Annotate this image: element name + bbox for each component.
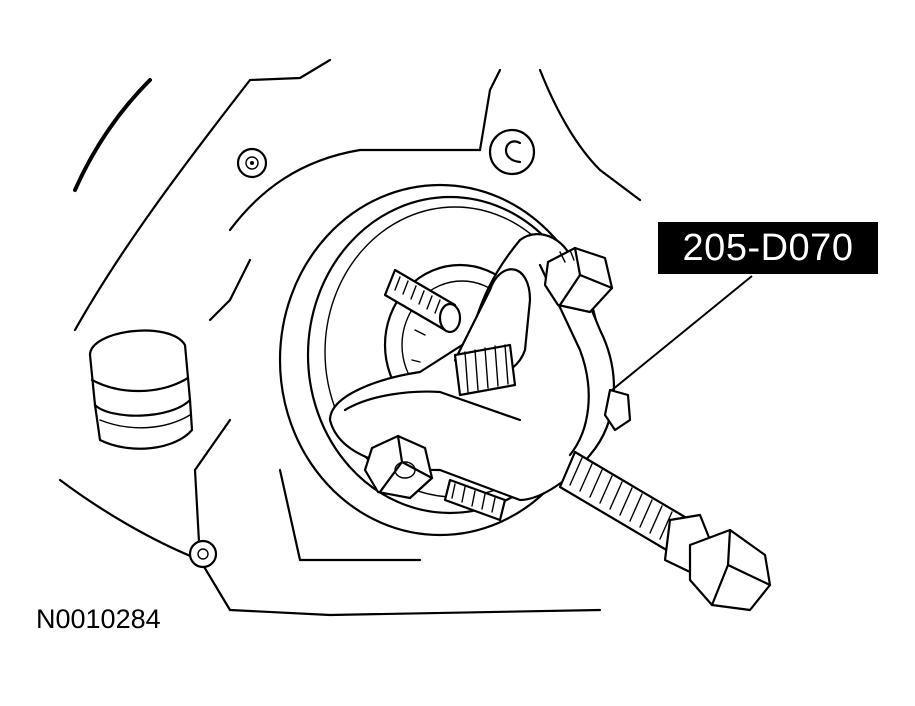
case-bolt-upper-left [236, 147, 268, 179]
forcing-screw [558, 450, 772, 612]
tool-number-label: 205-D070 [682, 227, 854, 269]
case-bolt-lower-left [188, 539, 218, 569]
engine-housing [58, 58, 642, 617]
figure-id-label: N0010284 [36, 604, 161, 634]
stud-upper-left [383, 268, 462, 334]
side-nut [603, 388, 632, 432]
lower-hex-nut [363, 434, 434, 500]
tool-number-callout: 205-D070 [658, 222, 878, 274]
callout-leader [611, 275, 753, 391]
cap-component [88, 329, 194, 450]
upper-hex-nut [543, 246, 614, 314]
stud-lower [443, 478, 507, 522]
center-thread [453, 343, 517, 397]
case-bolt-upper-right [488, 128, 536, 176]
